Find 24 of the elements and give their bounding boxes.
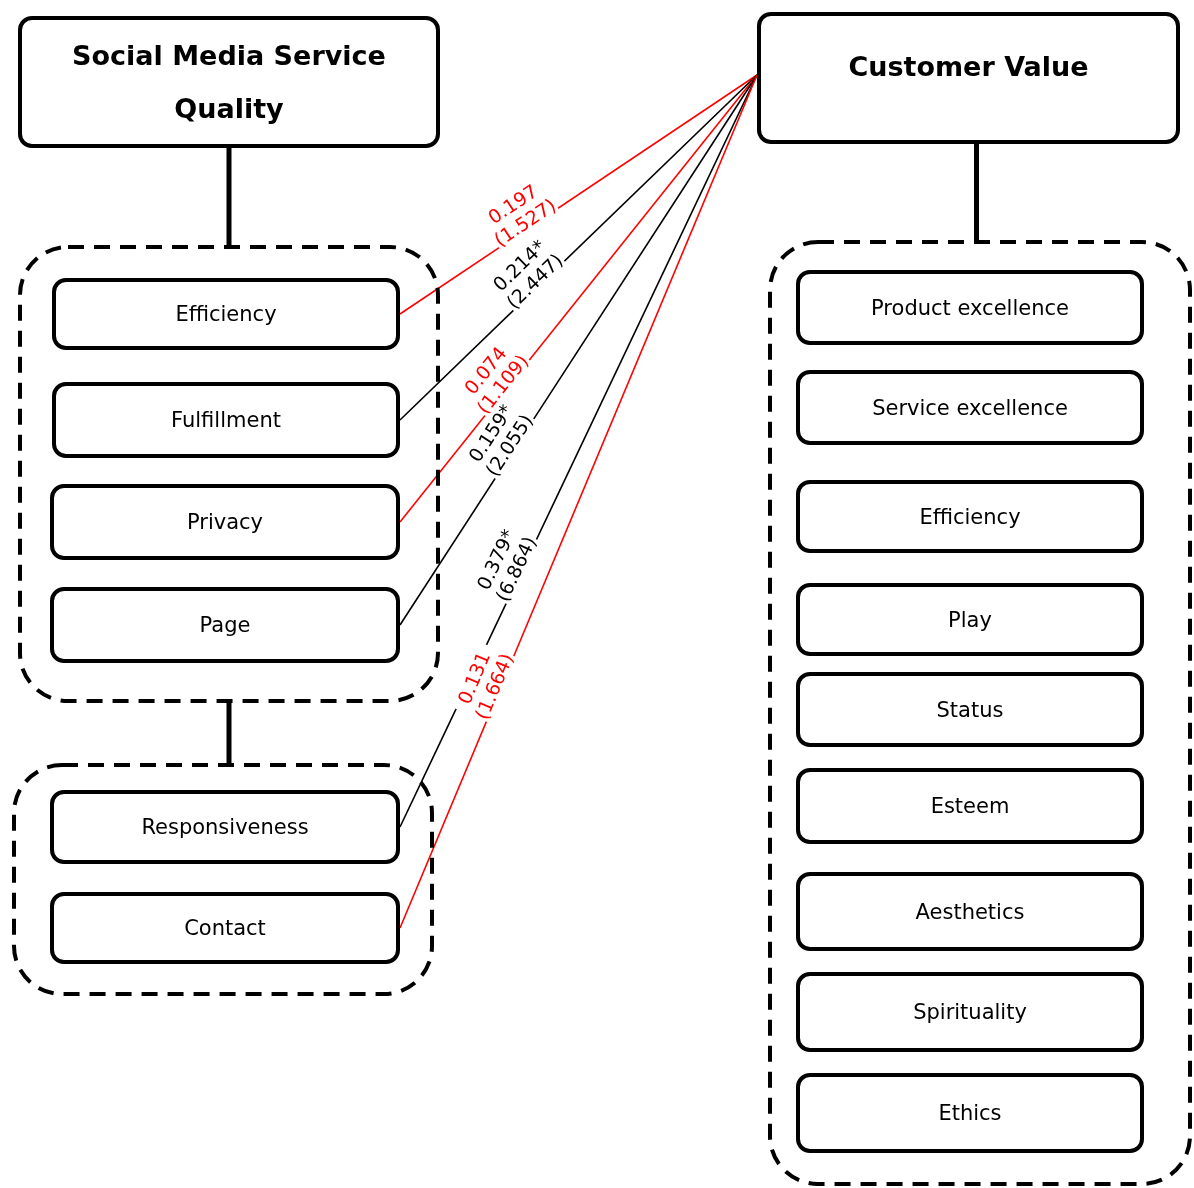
factor-box: Contact <box>50 892 400 964</box>
factor-box: Fulfillment <box>52 382 400 458</box>
factor-box: Privacy <box>50 484 400 560</box>
heading-box: Customer Value <box>757 12 1180 144</box>
factor-box: Efficiency <box>796 480 1144 553</box>
heading-box: Social Media Service Quality <box>18 16 440 148</box>
factor-box: Play <box>796 583 1144 656</box>
dashed-group-box <box>18 245 440 703</box>
factor-box: Spirituality <box>796 972 1144 1052</box>
factor-box: Status <box>796 672 1144 747</box>
factor-box: Page <box>50 587 400 663</box>
factor-box: Esteem <box>796 768 1144 844</box>
dashed-group-box <box>12 763 434 996</box>
factor-box: Responsiveness <box>50 790 400 864</box>
factor-box: Ethics <box>796 1073 1144 1153</box>
dashed-group-box <box>768 240 1192 1186</box>
factor-box: Product excellence <box>796 270 1144 345</box>
factor-box: Efficiency <box>52 278 400 350</box>
connector-line <box>226 148 232 245</box>
factor-box: Aesthetics <box>796 872 1144 951</box>
factor-box: Service excellence <box>796 370 1144 445</box>
connector-line <box>974 144 979 240</box>
connector-line <box>226 703 232 763</box>
connector-line <box>399 74 758 626</box>
